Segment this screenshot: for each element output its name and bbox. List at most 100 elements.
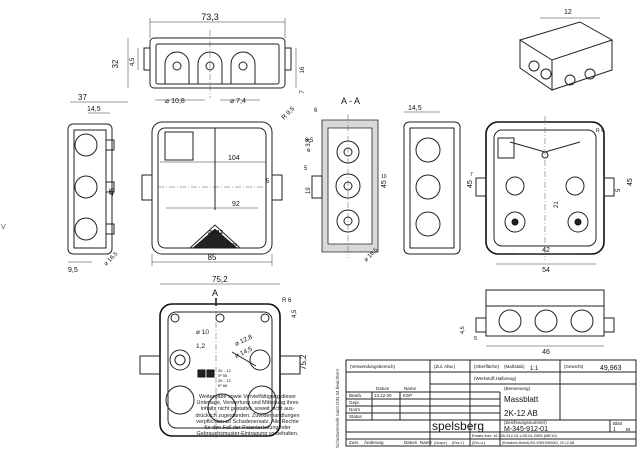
tb-row1-date: 14.12.00 [374, 393, 392, 398]
left-side-view: 9,5 ⌀ 16,5 [67, 123, 120, 274]
front-label-2k12: 2K-12 [208, 230, 223, 236]
protection-note: Schutzvermerk nach DIN 34 beachten! [335, 369, 340, 448]
dim-front-92: 92 [232, 201, 240, 208]
tb-row2-label: Gepr. [349, 400, 360, 405]
dim-bot-45: 4,5 [292, 309, 298, 318]
dim-front-85: 85 [208, 253, 217, 262]
tb-oberflaeche: (Oberfläche) [474, 364, 500, 369]
note-line: für den Fall der Patenterteilung oder [204, 425, 291, 432]
tb-drawing-no: M-345-912-01 [504, 426, 548, 433]
dim-rear-r9: R 9 [596, 128, 604, 134]
dim-sm-5: 5 [474, 336, 477, 342]
dim-rear-5: 5 [616, 188, 622, 192]
tb-blaetter: Bl. [626, 427, 631, 432]
tb-blatt-no: 1 [613, 427, 616, 433]
dim-side-145: 14,5 [408, 105, 422, 112]
dim-front-r95: R 9,5 [280, 105, 296, 121]
tb-zeichnungsnr-label: (Zeichnungsnummer) [504, 420, 547, 425]
dim-front-104: 104 [228, 155, 240, 162]
dim-bot-dia128: ⌀ 12,8 [234, 334, 254, 348]
dim-bot-dia10: ⌀ 10 [196, 329, 209, 336]
dim-top-16: 16 [300, 66, 306, 73]
dim-bot-752: 75,2 [212, 275, 228, 284]
top-view: 73,3 32 4,5 7 16 ⌀ 10,8 ⌀ 7,4 [111, 12, 306, 105]
dim-top-dia74: ⌀ 7,4 [230, 98, 246, 105]
side-axis-mark: V [1, 224, 6, 231]
dim-sm-45: 4,5 [460, 326, 466, 334]
note-line: Unterlage, Verwertung und Mitteilung ihr… [196, 400, 299, 407]
dim-sec-10: 10 [381, 174, 387, 180]
dim-rear-45: 45 [627, 178, 634, 186]
tb-title1: Massblatt [504, 395, 539, 404]
dim-bot-r6: R 6 [282, 298, 292, 304]
dim-sm-46: 46 [542, 349, 550, 356]
section-view: A - A 6 8,5 ⌀ 3,4 5 19 45 10 ⌀ 16,5 [304, 96, 388, 263]
dim-top-lug: 4,5 [130, 57, 136, 66]
dim-sec-dia34: ⌀ 3,4 [306, 138, 312, 152]
tb-row1-label: Bearb. [349, 393, 362, 398]
dim-sec-45: 45 [381, 180, 388, 188]
tb-col-zust: Zust. [349, 440, 359, 445]
tb-massstab-label: (Maßstab) [504, 364, 525, 369]
dim-top-width: 73,3 [201, 12, 219, 22]
dim-top-dia108: ⌀ 10,8 [165, 98, 185, 105]
dim-rear-21: 21 [554, 201, 560, 208]
dim-sec-5: 5 [304, 166, 308, 172]
section-mark-top: A [212, 288, 218, 298]
note-line: Inhalts nicht gestattet, soweit nicht au… [200, 406, 295, 413]
tb-werkstoff: (Werkstoff,Halbzeug) [474, 376, 517, 381]
side-small-view: 46 4,5 5 [460, 289, 615, 356]
tb-col-ersd: (Ers.d.) [472, 440, 486, 445]
tb-col-urspr: (Urspr.) [434, 440, 448, 445]
tb-benennung: (Benennung) [504, 386, 531, 391]
dim-top-7: 7 [300, 90, 306, 94]
tb-massstab: 1:1 [530, 366, 539, 372]
tb-row1-name: KSP [403, 393, 412, 398]
dim-top-height: 32 [111, 59, 120, 68]
dim-sec-19: 19 [306, 187, 312, 194]
dim-rear-7: 7 [470, 172, 473, 178]
bottom-label-2: IP 55 [218, 373, 228, 378]
dim-sec-6: 6 [314, 108, 318, 114]
section-title: A - A [341, 96, 360, 106]
tb-gewicht-label: (Gewicht) [564, 364, 584, 369]
dim-bot-12: 1,2 [196, 343, 205, 350]
tb-zulabw: (Zul. Abw.) [434, 364, 456, 369]
bottom-label-3: 2K - 12 [218, 378, 232, 383]
dim-rear-54: 54 [542, 267, 550, 274]
tb-verwendung: (Verwendungsbereich) [350, 364, 396, 369]
bottom-label-1: 2K - 12 [218, 368, 232, 373]
tb-company: spelsberg [432, 419, 484, 433]
dim-left-95: 9,5 [68, 267, 78, 274]
dim-bot-752-vert: 75,2 [299, 354, 308, 370]
note-line: Weitergabe sowie Vervielfältigung dieser [199, 394, 296, 400]
tb-erstellt: (Erstelmes Modell) BG-V0B\H0\B0002, 2K-1… [502, 441, 575, 445]
dim-front-37: 37 [78, 93, 87, 102]
bottom-view: 75,2 A 2K - 12 IP 55 2K - 12 IP 66 R 6 4… [139, 275, 308, 440]
dim-front-145: 14,5 [87, 106, 101, 113]
tb-row3-label: Norm [349, 407, 360, 412]
tb-datum-label: Datum [376, 386, 390, 391]
dim-iso-12: 12 [564, 9, 572, 16]
dim-front-5: 5 [266, 179, 270, 185]
tb-col-aenderung: Änderung [364, 439, 384, 445]
tb-blatt: Blatt [613, 421, 623, 426]
note-line: verpflichten zu Schadenersatz. Alle Rech… [196, 418, 299, 425]
bottom-label-4: IP 66 [218, 383, 228, 388]
title-block: (Verwendungsbereich) (Zul. Abw.) (Oberfl… [345, 359, 637, 447]
tb-col-datum: Datum [404, 440, 418, 445]
tb-gewicht-value: 49,963 [600, 365, 622, 372]
tb-col-name: Name [420, 440, 433, 445]
front-label-ip: IP 55 [227, 242, 238, 247]
front-view: 2K-12 IP 55 37 14,5 104 92 85 45 5 R 9,5 [70, 93, 297, 266]
copyright-notes: Weitergabe sowie Vervielfältigung dieser… [150, 394, 345, 437]
side-view: 14,5 45 [403, 105, 474, 255]
tb-title2: 2K-12 AB [504, 409, 538, 418]
tb-col-ersf: (Ers.f.) [452, 440, 465, 445]
dim-sec-85: 8,5 [305, 138, 314, 144]
iso-view: 12 [518, 9, 614, 91]
dim-left-dia165: ⌀ 16,5 [103, 251, 120, 268]
tb-ersatz: Ersatz fuer: M-345-912-01 v.05.04.2005 (… [472, 433, 558, 438]
